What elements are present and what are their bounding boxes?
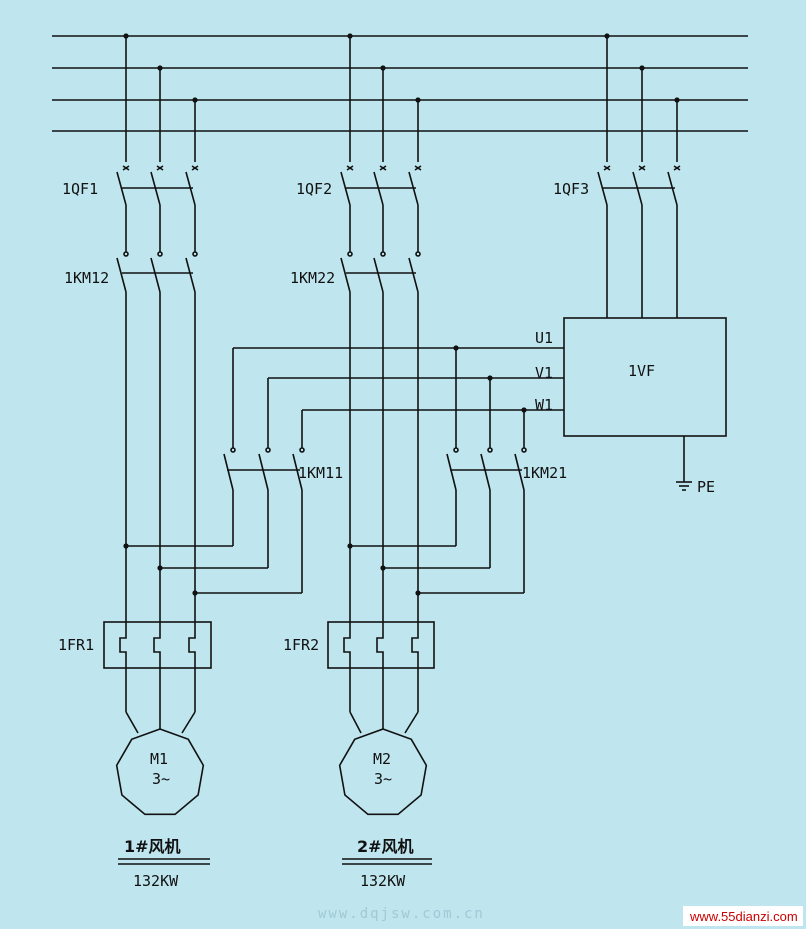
junction-dot	[347, 33, 353, 39]
junction-dot	[192, 97, 198, 103]
watermark-text: www.dqjsw.com.cn	[318, 906, 485, 922]
km11-contact	[230, 447, 236, 453]
km12-blade	[185, 257, 196, 293]
fr2-element	[376, 622, 384, 668]
pe-label: PE	[697, 478, 715, 496]
motor-m2-phase: 3~	[374, 770, 392, 788]
junction-dot	[347, 543, 353, 549]
km21-blade	[446, 453, 457, 491]
junction-dot	[380, 565, 386, 571]
relay-1fr2-label: 1FR2	[283, 636, 319, 654]
vf-qf-mark	[673, 165, 681, 171]
junction-dot	[487, 375, 493, 381]
m2-qf-mark	[414, 165, 422, 171]
breaker-1qf1-label: 1QF1	[62, 180, 98, 198]
km12-contact	[123, 251, 129, 257]
motor-m1-lead	[181, 711, 196, 734]
terminal-w1-label: W1	[535, 396, 553, 414]
motor-m2-name: M2	[373, 750, 391, 768]
km21-blade	[514, 453, 525, 491]
junction-dot	[157, 565, 163, 571]
km11-blade	[292, 453, 303, 491]
m2-qf-mark	[379, 165, 387, 171]
junction-dot	[192, 590, 198, 596]
km22-blade	[340, 257, 351, 293]
breaker-1qf3-label: 1QF3	[553, 180, 589, 198]
km12-contact	[192, 251, 198, 257]
relay-1fr1-label: 1FR1	[58, 636, 94, 654]
motor-m1-title: 1#风机	[124, 837, 181, 856]
terminal-v1-label: V1	[535, 364, 553, 382]
motor-m1-symbol	[115, 728, 205, 816]
contactor-1km11-label: 1KM11	[298, 464, 343, 482]
km11-blade	[223, 453, 234, 491]
junction-dot	[415, 97, 421, 103]
km12-contact	[157, 251, 163, 257]
motor-m1-lead	[125, 711, 139, 734]
contactor-1km21-label: 1KM21	[522, 464, 567, 482]
site-badge	[683, 906, 803, 926]
junction-dot	[380, 65, 386, 71]
junction-dot	[157, 65, 163, 71]
contactor-1km22-label: 1KM22	[290, 269, 335, 287]
fr2-box	[327, 621, 435, 669]
fr1-element	[153, 622, 161, 668]
junction-dot	[604, 33, 610, 39]
motor-m2-lead	[404, 711, 419, 734]
fr1-box	[103, 621, 212, 669]
km21-blade	[480, 453, 491, 491]
motor-m2-symbol	[338, 728, 428, 816]
fr1-element	[188, 622, 196, 668]
motor-m1-name: M1	[150, 750, 168, 768]
km22-contact	[347, 251, 353, 257]
junction-dot	[453, 345, 459, 351]
wiring	[52, 35, 748, 865]
m1-qf-mark	[122, 165, 130, 171]
km22-contact	[380, 251, 386, 257]
vf-qf-mark	[638, 165, 646, 171]
fr1-element	[119, 622, 127, 668]
km21-contact	[521, 447, 527, 453]
breaker-1qf2-label: 1QF2	[296, 180, 332, 198]
junction-dot	[123, 33, 129, 39]
km22-blade	[408, 257, 419, 293]
motor-m2-title: 2#风机	[357, 837, 414, 856]
fr2-element	[411, 622, 419, 668]
motor-m2-lead	[349, 711, 362, 734]
km21-contact	[453, 447, 459, 453]
km12-blade	[116, 257, 127, 293]
m2-qf-mark	[346, 165, 354, 171]
km21-contact	[487, 447, 493, 453]
m2-qf-blade	[340, 171, 351, 206]
m1-qf-blade	[116, 171, 127, 206]
inverter-1vf-label: 1VF	[628, 362, 655, 380]
motor-m1-phase: 3~	[152, 770, 170, 788]
junction-dot	[415, 590, 421, 596]
km11-blade	[258, 453, 269, 491]
fr2-element	[343, 622, 351, 668]
junction-dots	[123, 33, 680, 596]
km12-blade	[150, 257, 161, 293]
km11-contact	[265, 447, 271, 453]
inverter-box	[563, 317, 727, 437]
m1-qf-mark	[156, 165, 164, 171]
motor-m2-power: 132KW	[360, 872, 406, 890]
site-badge-text: www.55dianzi.com	[689, 909, 798, 924]
motor-m1-power: 132KW	[133, 872, 179, 890]
junction-dot	[639, 65, 645, 71]
km22-contact	[415, 251, 421, 257]
m1-qf-mark	[191, 165, 199, 171]
vf-qf-mark	[603, 165, 611, 171]
vf-qf-blade	[597, 171, 608, 206]
junction-dot	[123, 543, 129, 549]
terminal-u1-label: U1	[535, 329, 553, 347]
km22-blade	[373, 257, 384, 293]
contactor-1km12-label: 1KM12	[64, 269, 109, 287]
junction-dot	[674, 97, 680, 103]
km11-contact	[299, 447, 305, 453]
junction-dot	[521, 407, 527, 413]
